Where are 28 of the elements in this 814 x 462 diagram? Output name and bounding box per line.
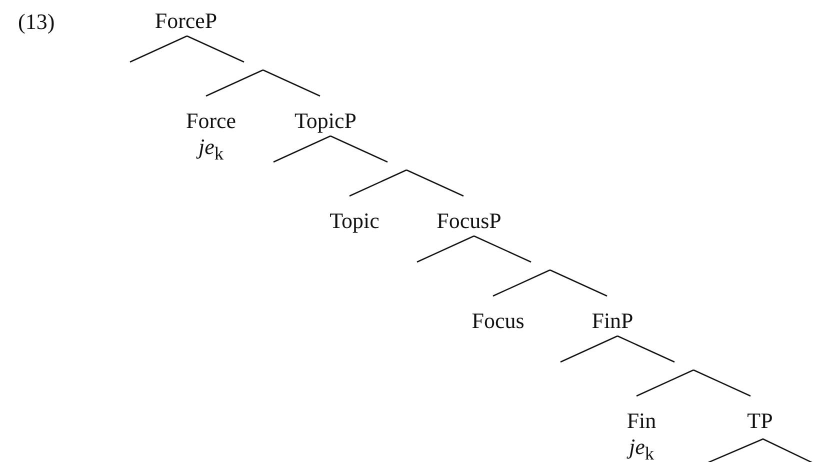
tree-branch — [474, 235, 532, 263]
tree-branch — [349, 169, 407, 197]
node-label: Fin — [626, 408, 656, 434]
node-label: Force — [186, 108, 236, 134]
node-label: TP — [747, 408, 773, 434]
node-label: TopicP — [294, 108, 356, 134]
node-label: ForceP — [154, 8, 218, 34]
tree-branch — [273, 135, 331, 163]
tree-branch — [206, 69, 264, 97]
tree-branch — [406, 169, 464, 197]
tree-branch — [636, 369, 694, 397]
tree-branch — [330, 135, 388, 163]
tree-branch — [617, 335, 675, 363]
tree-branch — [186, 35, 244, 63]
node-label: Topic — [330, 208, 380, 234]
tree-branch — [560, 335, 618, 363]
lexical-item: je$_{k}$ — [628, 434, 654, 462]
tree-branch — [550, 269, 608, 297]
tree-branch — [130, 35, 188, 63]
tree-branch — [262, 69, 320, 97]
node-label: Focus — [472, 308, 524, 334]
example-number: (13) — [18, 9, 55, 35]
tree-branch — [492, 269, 550, 297]
tree-branch — [416, 235, 474, 263]
node-label: FocusP — [436, 208, 502, 234]
node-label: FinP — [592, 308, 634, 334]
lexical-item: je$_{k}$ — [198, 134, 224, 166]
tree-branch — [693, 369, 751, 397]
